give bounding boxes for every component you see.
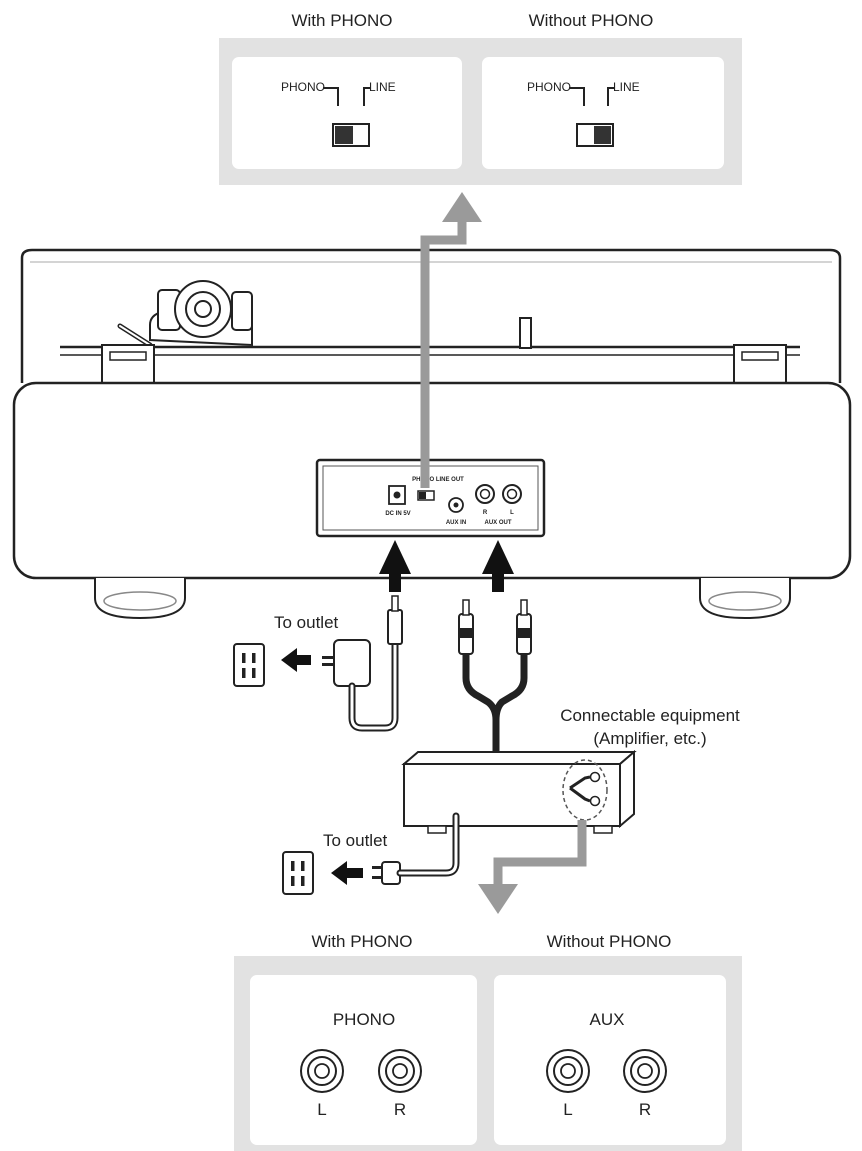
- top-with-phono-card: [232, 57, 462, 169]
- amp-input-highlight: [562, 759, 608, 821]
- top-switch-panel: With PHONO Without PHONO PHONO LINE PHON…: [219, 11, 742, 185]
- bottom-without-phono-title: Without PHONO: [547, 932, 672, 951]
- to-outlet-label-2: To outlet: [323, 831, 388, 850]
- amplifier-body: [403, 763, 621, 827]
- aux-r-jack: [623, 1049, 667, 1093]
- aux-l-jack: [546, 1049, 590, 1093]
- up-arrow-icon: [442, 192, 482, 222]
- aux-r-label: R: [639, 1100, 651, 1119]
- switch-phono-label: PHONO: [281, 80, 325, 94]
- bottom-input-panel: With PHONO Without PHONO PHONO L R AUX L…: [234, 932, 742, 1151]
- aux-in-label: AUX IN: [446, 520, 466, 526]
- switch-line-label: LINE: [613, 80, 640, 94]
- left-arrow-icon: [281, 648, 311, 672]
- left-arrow-icon: [331, 861, 363, 885]
- up-arrow-icon: [379, 540, 411, 574]
- phono-r-label: R: [394, 1100, 406, 1119]
- equipment-label-line2: (Amplifier, etc.): [593, 729, 706, 748]
- to-outlet-label-1: To outlet: [274, 613, 339, 632]
- ac-adapter: To outlet: [233, 595, 403, 732]
- tonearm: [117, 280, 253, 348]
- dust-cover: [20, 248, 842, 383]
- wall-outlet-icon: [282, 851, 314, 895]
- input-callout-arrow: [478, 820, 587, 914]
- up-arrow-icon: [482, 540, 514, 574]
- aux-out-arrow: [482, 540, 514, 592]
- aux-out-label: AUX OUT: [485, 520, 512, 526]
- turntable-rear-view: DC IN 5V PHONO LINE OUT AUX IN R L AUX O…: [12, 248, 852, 620]
- dc-in-label: DC IN 5V: [385, 511, 410, 517]
- phono-l-label: L: [317, 1100, 326, 1119]
- aux-input-header: AUX: [590, 1010, 625, 1029]
- aux-l-label: L: [563, 1100, 572, 1119]
- amp-power-cord: To outlet: [282, 812, 460, 895]
- bottom-with-phono-card: [250, 975, 477, 1145]
- switch-line-label: LINE: [369, 80, 396, 94]
- dc-plug: [387, 609, 403, 645]
- phono-r-jack: [378, 1049, 422, 1093]
- right-foot: [699, 578, 791, 620]
- dc-in-arrow: [379, 540, 411, 592]
- down-arrow-icon: [478, 884, 518, 914]
- top-with-phono-title: With PHONO: [291, 11, 392, 30]
- equipment-label-line1: Connectable equipment: [560, 706, 740, 725]
- adapter-body: [333, 639, 371, 687]
- amplifier: Connectable equipment (Amplifier, etc.): [401, 706, 740, 834]
- phono-l-jack: [300, 1049, 344, 1093]
- bottom-with-phono-title: With PHONO: [311, 932, 412, 951]
- left-foot: [94, 578, 186, 620]
- phono-switch-without-phono: PHONO LINE: [527, 80, 640, 147]
- switch-phono-label: PHONO: [527, 80, 571, 94]
- phono-switch-with-phono: PHONO LINE: [281, 80, 396, 147]
- top-without-phono-title: Without PHONO: [529, 11, 654, 30]
- wall-outlet-icon: [233, 643, 265, 687]
- rear-connector-panel: DC IN 5V PHONO LINE OUT AUX IN R L AUX O…: [315, 458, 546, 538]
- switch-callout-arrow: [420, 192, 482, 488]
- phono-line-out-label: PHONO LINE OUT: [412, 477, 464, 483]
- aux-out-r-label: R: [483, 510, 488, 516]
- rca-cable: [458, 599, 574, 792]
- spindle: [519, 317, 532, 349]
- aux-out-l-label: L: [510, 510, 514, 516]
- phono-input-header: PHONO: [333, 1010, 395, 1029]
- top-without-phono-card: [482, 57, 724, 169]
- switch-knob-phono: [335, 126, 353, 144]
- bottom-without-phono-card: [494, 975, 726, 1145]
- switch-knob-line: [594, 126, 611, 144]
